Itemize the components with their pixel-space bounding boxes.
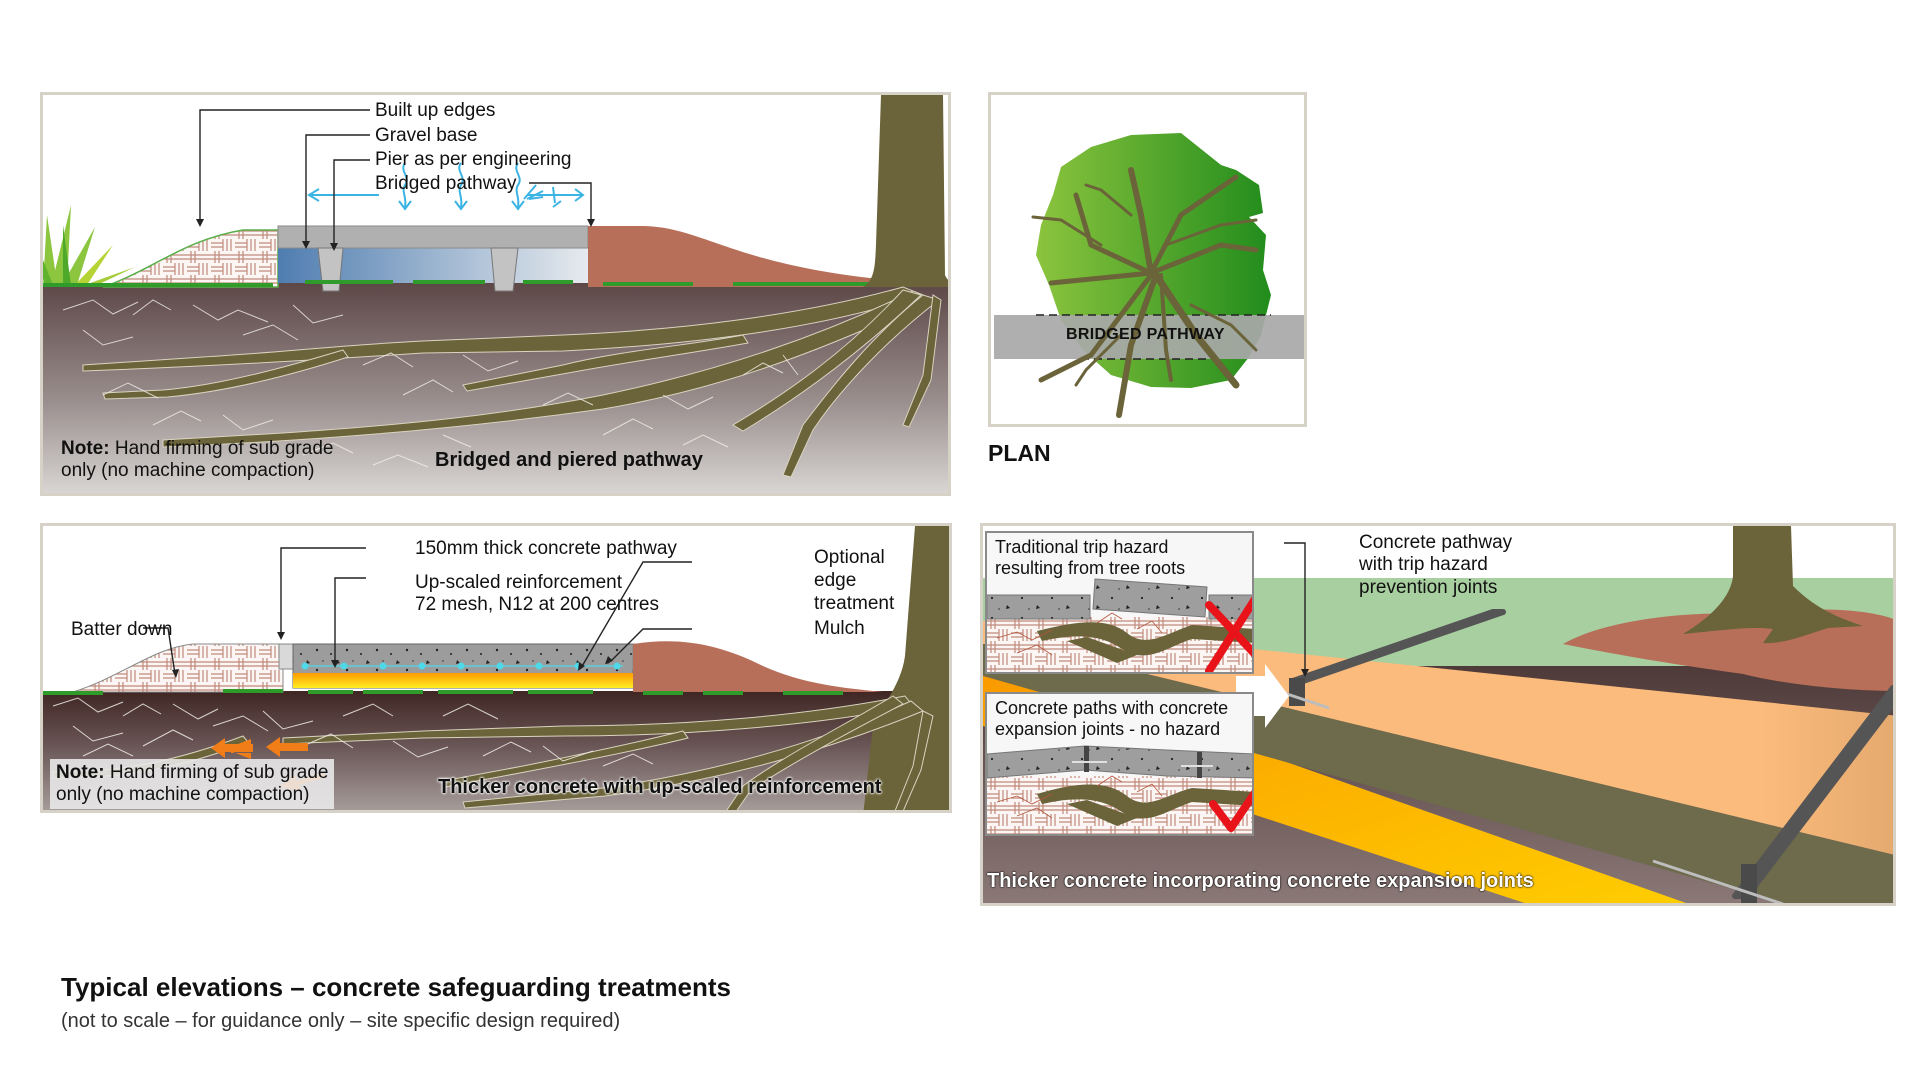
joint-side — [1289, 678, 1305, 706]
edge-form-left — [278, 643, 294, 670]
label-built-up-edges: Built up edges — [375, 100, 496, 121]
reinforcement-dot — [457, 662, 465, 670]
inset-ok-line-2: expansion joints - no hazard — [995, 719, 1221, 739]
tree-roots — [52, 695, 934, 810]
label-concrete-pathway-joints-2: with trip hazard — [1359, 554, 1488, 575]
label-concrete-pathway-joints-3: prevention joints — [1359, 577, 1498, 598]
panel-bridged-pathway: Built up edges Gravel base Pier as per e… — [40, 92, 951, 496]
label-edge-edge: edge — [814, 570, 857, 591]
water-arrows — [307, 162, 585, 211]
inset-no-hazard: Concrete paths with concrete expansion j… — [985, 692, 1254, 836]
label-edge-optional: Optional — [814, 547, 885, 568]
tree-trunk — [863, 95, 948, 287]
pier — [317, 247, 344, 292]
check-icon — [1209, 789, 1252, 832]
yellow-base-layer — [293, 673, 633, 688]
fine-roots — [996, 612, 1163, 656]
leader-arrowhead — [1301, 669, 1309, 677]
leader-lines — [143, 547, 692, 675]
reinforcement-dot — [535, 662, 543, 670]
grass-tuft — [43, 205, 135, 287]
note-bold: Note: — [61, 438, 110, 459]
figure-subtitle: (not to scale – for guidance only – site… — [61, 1010, 621, 1032]
batter-mound — [72, 643, 284, 693]
label-batter-down: Batter down — [71, 619, 173, 640]
bridged-pathway-illustration — [43, 95, 948, 493]
leader-lines — [199, 109, 592, 247]
leader-line — [1284, 542, 1306, 673]
figure-title: Typical elevations – concrete safeguardi… — [61, 972, 731, 1002]
plan-roots — [1031, 167, 1259, 418]
cross-icon — [1205, 596, 1252, 672]
reinforcement-dot — [379, 662, 387, 670]
built-up-edge — [102, 229, 279, 288]
plan-illustration — [994, 133, 1304, 418]
label-gravel-base: Gravel base — [375, 125, 478, 146]
tree-trunk — [1683, 526, 1863, 644]
fine-roots — [996, 775, 1163, 819]
joint — [1084, 746, 1089, 772]
note-line-1: Hand firming of sub grade — [109, 438, 334, 459]
dowel-bar — [1652, 859, 1784, 903]
joint-side — [1741, 864, 1757, 903]
trip-hazard-illustration — [987, 578, 1252, 672]
label-mulch: Mulch — [814, 618, 865, 639]
label-edge-treatment: treatment — [814, 593, 895, 614]
panel-thicker-concrete: 150mm thick concrete pathway Up-scaled r… — [40, 523, 952, 813]
ground-line — [43, 689, 843, 695]
root-hairs — [62, 299, 799, 468]
label-bridged-pathway: Bridged pathway — [375, 173, 517, 194]
label-reinforcement-1: Up-scaled reinforcement — [415, 572, 622, 593]
caption-thicker: Thicker concrete with up-scaled reinforc… — [438, 776, 882, 798]
label-concrete-thickness: 150mm thick concrete pathway — [415, 538, 677, 559]
tree-trunk — [863, 526, 949, 810]
slab-segmented — [987, 745, 1252, 779]
root — [1037, 784, 1252, 826]
label-reinforcement-2: 72 mesh, N12 at 200 centres — [415, 594, 659, 615]
note-line-1: Hand firming of sub grade — [104, 762, 329, 783]
slab-top — [983, 621, 1893, 855]
note-bold: Note: — [56, 762, 105, 783]
slab-left — [987, 594, 1091, 620]
root — [1037, 622, 1252, 663]
inset-hazard-line-2: resulting from tree roots — [995, 558, 1186, 578]
inset-hazard-line-1: Traditional trip hazard — [995, 537, 1169, 557]
leader-arrowheads — [196, 219, 595, 251]
dowels — [1072, 761, 1213, 767]
plan-bridged-pathway-label: BRIDGED PATHWAY — [1066, 326, 1225, 343]
caption-bridged: Bridged and piered pathway — [435, 449, 703, 471]
reinforcement-dot — [418, 662, 426, 670]
no-hazard-illustration — [987, 745, 1252, 834]
reinforcement-dot — [340, 662, 348, 670]
note-line-2: only (no machine compaction) — [56, 784, 310, 805]
reinforcement-dot — [301, 662, 309, 670]
reinforcement-dot — [496, 662, 504, 670]
reinforcement-dot — [613, 662, 621, 670]
caption-expansion-joints: Thicker concrete incorporating concrete … — [987, 870, 1534, 892]
mulch-mound — [588, 226, 888, 287]
note-hand-firming: Note: Hand firming of sub grade only (no… — [61, 438, 333, 482]
tree-roots — [82, 286, 942, 478]
bridged-slab — [277, 225, 589, 249]
pier — [490, 247, 519, 292]
inset-trip-hazard: Traditional trip hazard resulting from t… — [985, 531, 1254, 674]
leader-arrowheads — [172, 632, 613, 678]
label-pier: Pier as per engineering — [375, 149, 572, 170]
reinforcement-dots — [301, 662, 621, 670]
inset-ok-line-1: Concrete paths with concrete — [995, 698, 1229, 718]
note-line-2: only (no machine compaction) — [61, 460, 315, 481]
plan-heading: PLAN — [988, 440, 1051, 466]
mulch-mound — [633, 641, 883, 692]
panel-expansion-joints: Traditional trip hazard resulting from t… — [980, 523, 1896, 906]
plan-pathway-band — [994, 315, 1304, 359]
label-concrete-pathway-joints-1: Concrete pathway — [1359, 532, 1513, 553]
root-hairs — [52, 697, 654, 781]
slab-lifted — [1092, 578, 1208, 618]
note-hand-firming: Note: Hand firming of sub grade only (no… — [50, 759, 335, 809]
panel-plan: BRIDGED PATHWAY — [988, 92, 1307, 427]
